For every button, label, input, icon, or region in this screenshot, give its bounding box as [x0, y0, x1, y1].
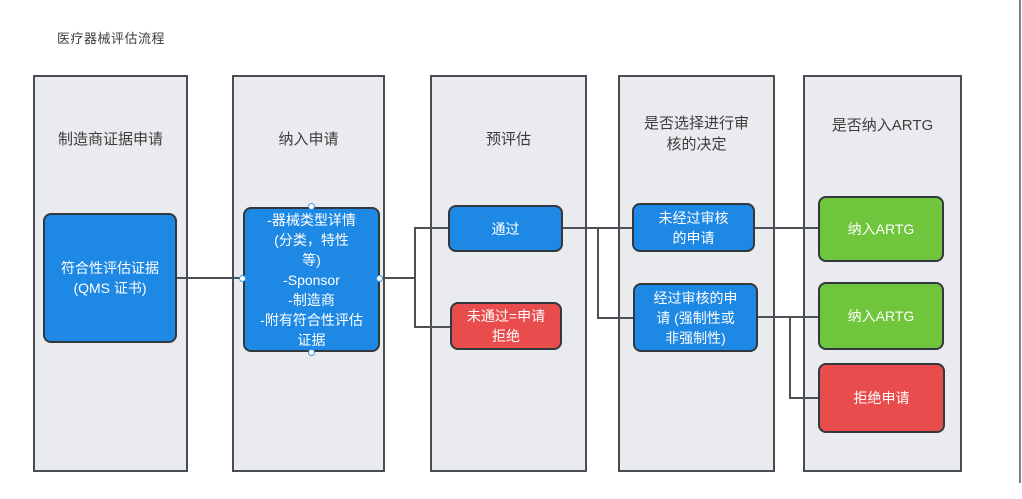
lane-title: 是否选择进行审 核的决定	[643, 115, 749, 153]
node-label: 纳入ARTG	[847, 308, 915, 324]
edge-application-branch-vertical[interactable]	[414, 227, 416, 328]
node-label: 符合性评估证据 (QMS 证书)	[61, 260, 159, 296]
node-include-artg-1[interactable]: 纳入ARTG	[818, 196, 944, 262]
edge-audited-to-artg2[interactable]	[758, 316, 818, 318]
node-label: 通过	[491, 220, 520, 237]
edge-pass-branch-vertical[interactable]	[597, 227, 599, 319]
edge-pass-to-audited[interactable]	[597, 317, 633, 319]
connection-point-dot-bottom[interactable]	[308, 349, 315, 356]
lane-audit-decision[interactable]: 是否选择进行审 核的决定	[618, 75, 775, 472]
edge-application-to-fail[interactable]	[414, 326, 450, 328]
edge-evidence-to-application[interactable]	[177, 277, 243, 279]
node-pass[interactable]: 通过	[448, 205, 563, 252]
node-conformity-evidence[interactable]: 符合性评估证据 (QMS 证书)	[43, 213, 177, 343]
connection-point-dot-top[interactable]	[308, 203, 315, 210]
edge-application-to-pass[interactable]	[414, 227, 448, 229]
node-label: 拒绝申请	[853, 390, 910, 406]
lane-title: 制造商证据申请	[57, 131, 163, 148]
node-label: 未通过=申请 拒绝	[466, 308, 546, 344]
lane-pre-assessment[interactable]: 预评估	[430, 75, 587, 472]
node-label: 经过审核的申 请 (强制性或 非强制性)	[653, 289, 738, 346]
canvas-right-edge	[1019, 0, 1021, 483]
node-label: -器械类型详情 (分类，特性 等) -Sponsor -制造商 -附有符合性评估…	[260, 211, 363, 348]
edge-audited-to-reject[interactable]	[789, 397, 818, 399]
diagram-title: 医疗器械评估流程	[57, 31, 166, 46]
edge-audited-branch-vertical[interactable]	[789, 316, 791, 399]
lane-title: 预评估	[485, 131, 531, 148]
node-reject-application[interactable]: 拒绝申请	[818, 363, 945, 433]
node-label: 纳入ARTG	[847, 221, 915, 237]
node-nonaudited-application[interactable]: 未经过审核 的申请	[632, 203, 755, 252]
connection-point-dot-right[interactable]	[376, 275, 383, 282]
connection-point-dot-left[interactable]	[239, 275, 246, 282]
node-label: 未经过审核 的申请	[658, 209, 729, 246]
lane-title: 纳入申请	[278, 131, 339, 148]
node-audited-application[interactable]: 经过审核的申 请 (强制性或 非强制性)	[633, 283, 758, 352]
node-include-artg-2[interactable]: 纳入ARTG	[818, 282, 944, 350]
node-inclusion-details[interactable]: -器械类型详情 (分类，特性 等) -Sponsor -制造商 -附有符合性评估…	[243, 207, 380, 352]
lane-title: 是否纳入ARTG	[831, 117, 934, 134]
edge-application-branch-stem[interactable]	[380, 277, 416, 279]
edge-nonaudited-to-artg1[interactable]	[755, 227, 818, 229]
node-fail-rejected[interactable]: 未通过=申请 拒绝	[450, 302, 562, 350]
